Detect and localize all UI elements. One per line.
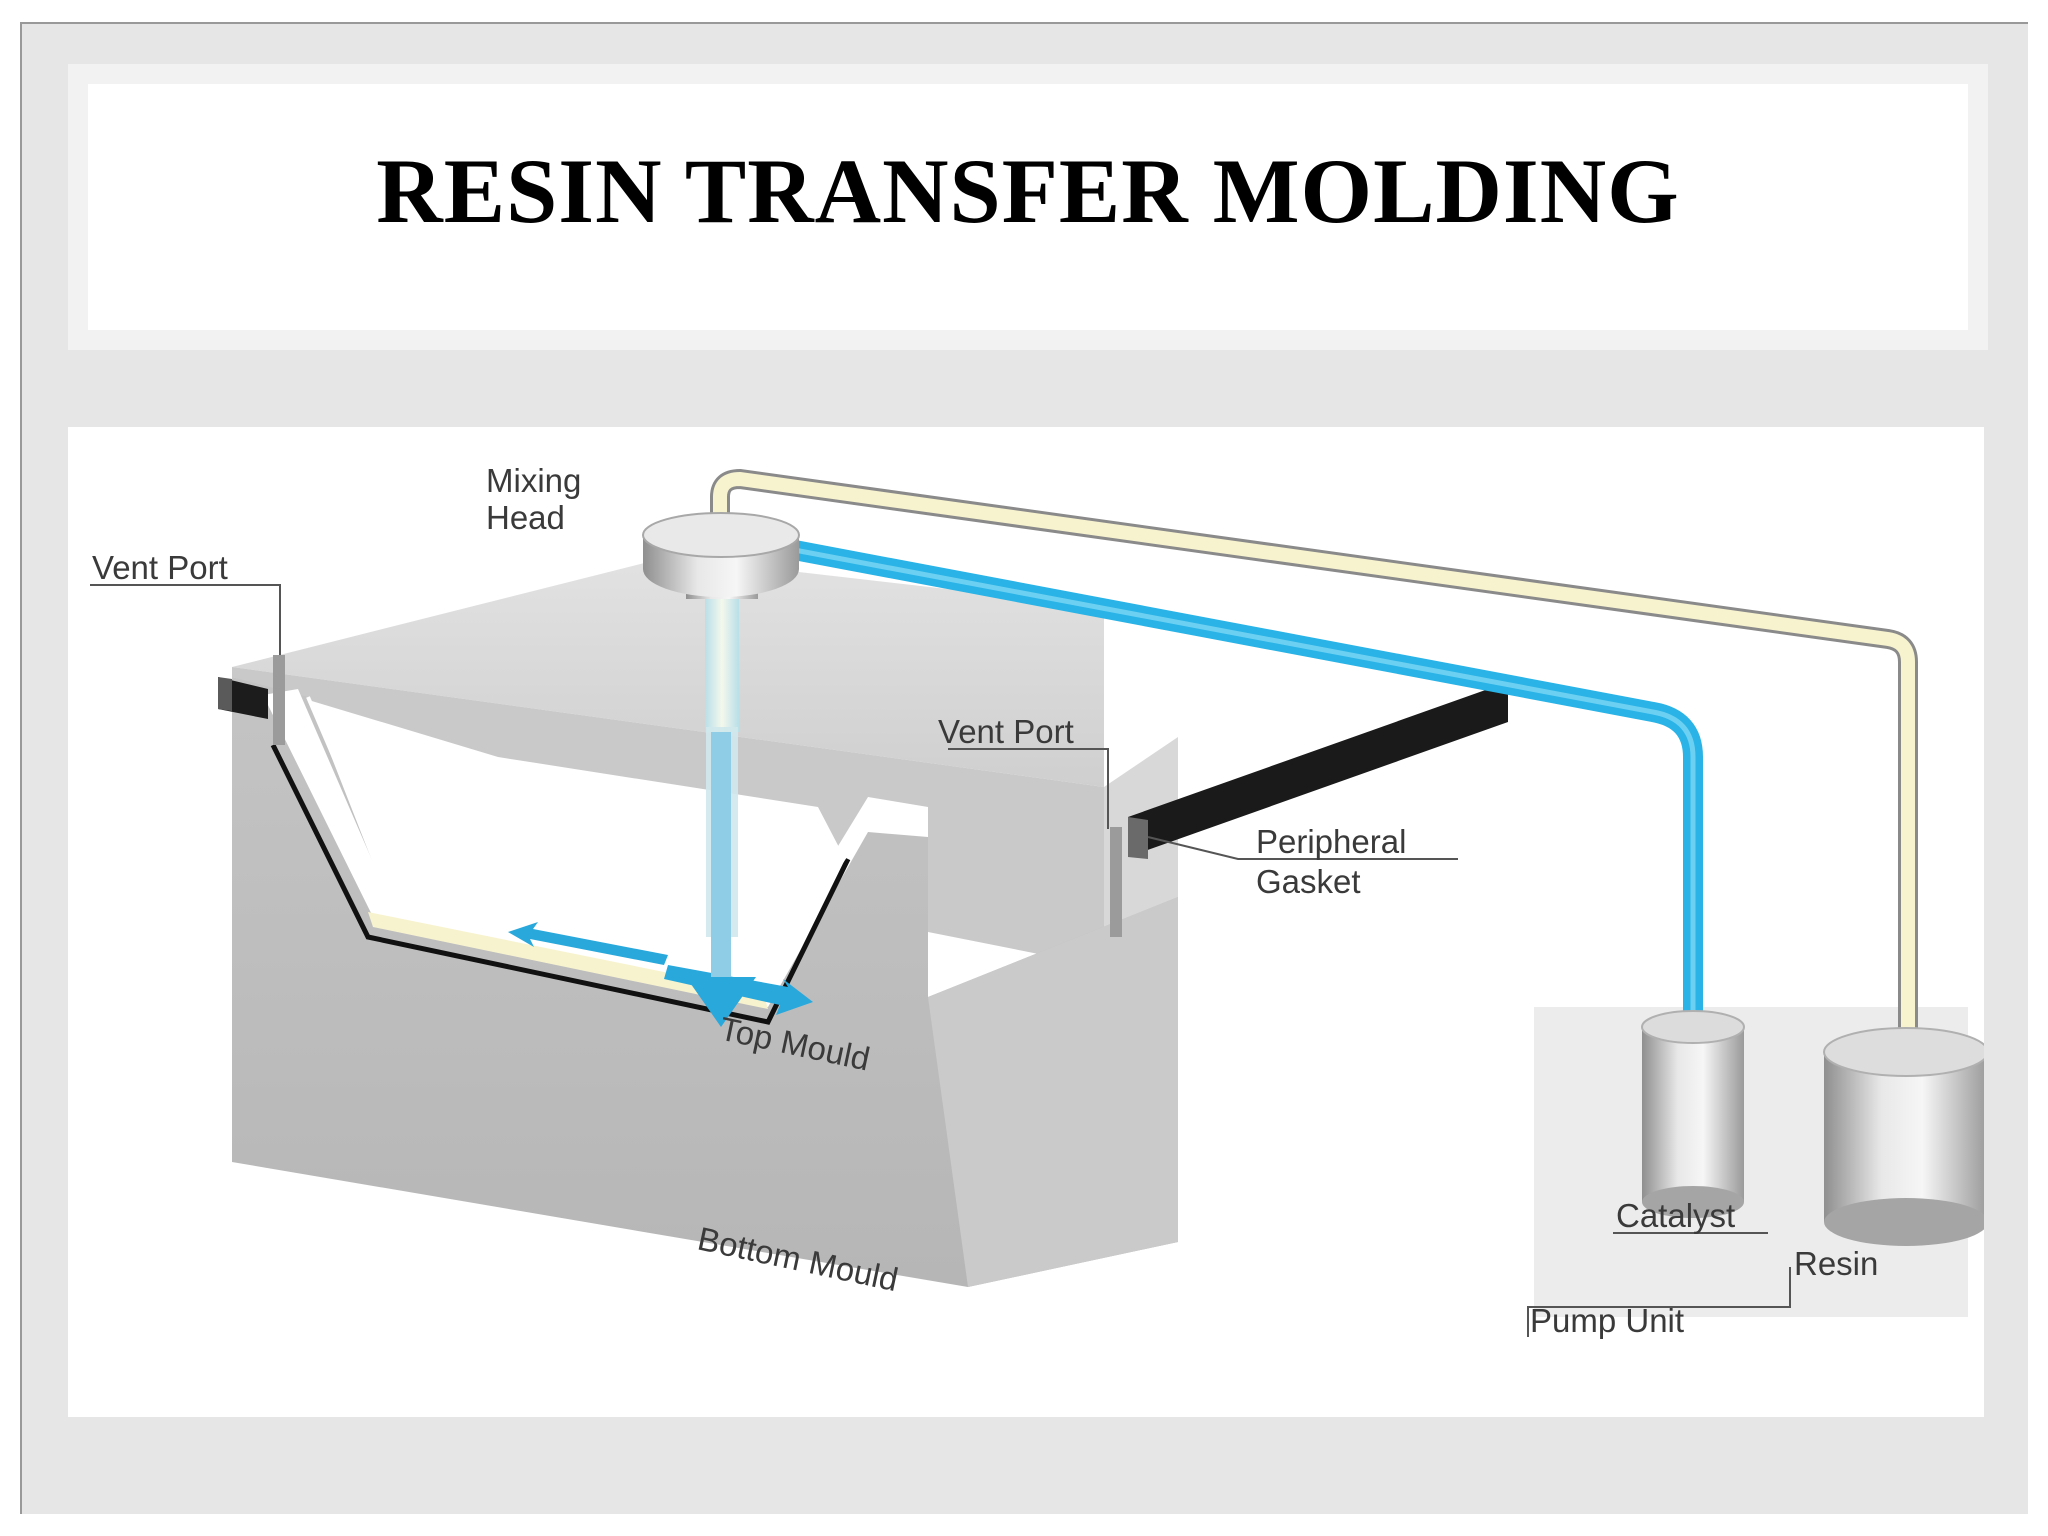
label-vent-port-left: Vent Port bbox=[92, 549, 228, 586]
leader-line-gasket bbox=[1147, 836, 1458, 860]
rtm-diagram: Mixing Head Vent Port Vent Port Top Moul… bbox=[68, 427, 1984, 1417]
slide-title: RESIN TRANSFER MOLDING bbox=[376, 140, 1680, 242]
catalyst-feed-line-highlight bbox=[767, 542, 1696, 1017]
peripheral-gasket-right-cap bbox=[1128, 817, 1148, 859]
injection-flow-arrowhead bbox=[686, 977, 756, 1027]
peripheral-gasket-left-cap bbox=[218, 677, 232, 711]
label-resin: Resin bbox=[1794, 1245, 1878, 1282]
peripheral-gasket-right bbox=[1128, 682, 1508, 857]
label-vent-port-right: Vent Port bbox=[938, 713, 1074, 750]
label-pump-unit: Pump Unit bbox=[1530, 1302, 1684, 1339]
resin-tank-top bbox=[1823, 1027, 1984, 1077]
title-box: RESIN TRANSFER MOLDING bbox=[88, 84, 1968, 330]
bottom-mould-side-face bbox=[928, 897, 1178, 1287]
flow-arrow-left bbox=[508, 922, 668, 965]
mixing-head-disc-top bbox=[642, 512, 800, 558]
top-mould-top-face bbox=[232, 557, 1104, 787]
leader-line-vent-port-right bbox=[948, 748, 1109, 829]
injection-flow-shaft bbox=[711, 732, 731, 982]
label-mixing-head-1: Mixing bbox=[486, 462, 581, 499]
vent-port-right bbox=[1110, 827, 1122, 937]
vent-port-left bbox=[273, 655, 285, 745]
slide: RESIN TRANSFER MOLDING bbox=[20, 22, 2028, 1514]
label-catalyst: Catalyst bbox=[1616, 1197, 1735, 1234]
resin-feed-line-fill bbox=[713, 471, 1915, 1032]
resin-tank-bottom bbox=[1824, 1198, 1984, 1246]
resin-tank-body bbox=[1824, 1052, 1984, 1222]
title-frame: RESIN TRANSFER MOLDING bbox=[68, 64, 1988, 350]
label-mixing-head-2: Head bbox=[486, 499, 565, 536]
catalyst-tank-body bbox=[1642, 1027, 1744, 1202]
bottom-mould-surface-line bbox=[270, 743, 851, 1025]
catalyst-tank-top bbox=[1641, 1010, 1745, 1044]
label-peripheral-gasket-2: Gasket bbox=[1256, 863, 1361, 900]
bottom-mould-front-face bbox=[232, 677, 1178, 1287]
label-peripheral-gasket-1: Peripheral bbox=[1256, 823, 1406, 860]
laminate-layer bbox=[368, 912, 768, 1009]
mixing-head-stem bbox=[705, 592, 739, 732]
leader-line-vent-port-left bbox=[90, 584, 281, 655]
leader-line-pump-unit bbox=[1527, 1267, 1791, 1337]
catalyst-tank-bottom bbox=[1642, 1186, 1744, 1218]
rtm-diagram-svg: Mixing Head Vent Port Vent Port Top Moul… bbox=[90, 462, 1984, 1339]
